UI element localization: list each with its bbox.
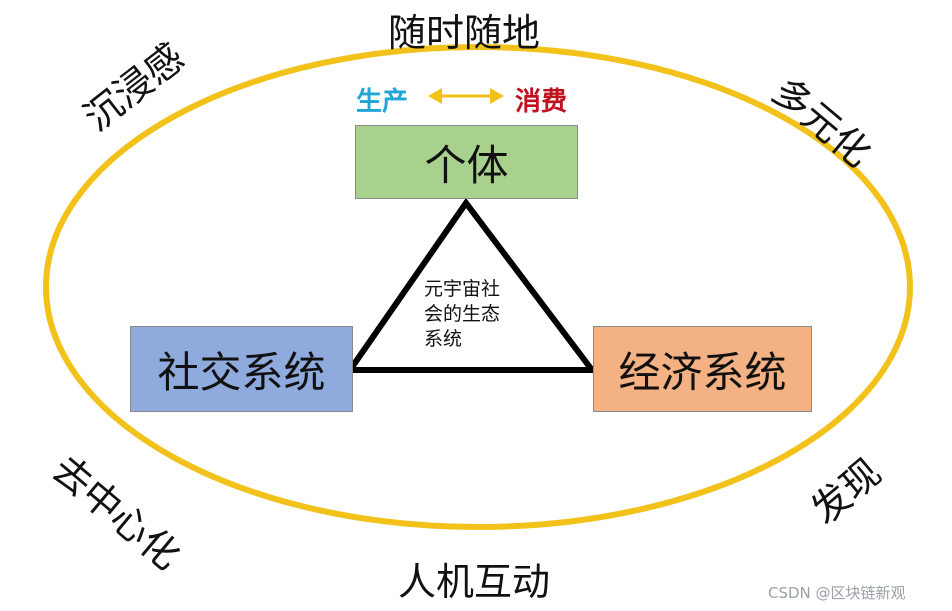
- social-system-label: 社交系统: [157, 347, 326, 397]
- individual-label: 个体: [424, 140, 509, 190]
- center-triangle: [344, 197, 599, 373]
- consume-label: 消费: [515, 87, 568, 117]
- social-system-box: 社交系统: [130, 326, 353, 412]
- produce-label: 生产: [356, 87, 409, 117]
- center-description: 元宇宙社 会的生态 系统: [424, 277, 500, 352]
- center-text-line3: 系统: [424, 328, 463, 350]
- individual-box: 个体: [355, 125, 578, 199]
- label-top: 随时随地: [388, 11, 541, 55]
- center-text-line1: 元宇宙社: [424, 278, 501, 300]
- label-bottom: 人机互动: [398, 560, 551, 604]
- outer-ellipse: [43, 44, 913, 530]
- center-text-line2: 会的生态: [424, 303, 501, 325]
- economic-system-label: 经济系统: [618, 347, 787, 397]
- watermark: CSDN @区块链新观: [768, 584, 906, 602]
- double-arrow: [428, 88, 504, 104]
- economic-system-box: 经济系统: [593, 326, 812, 412]
